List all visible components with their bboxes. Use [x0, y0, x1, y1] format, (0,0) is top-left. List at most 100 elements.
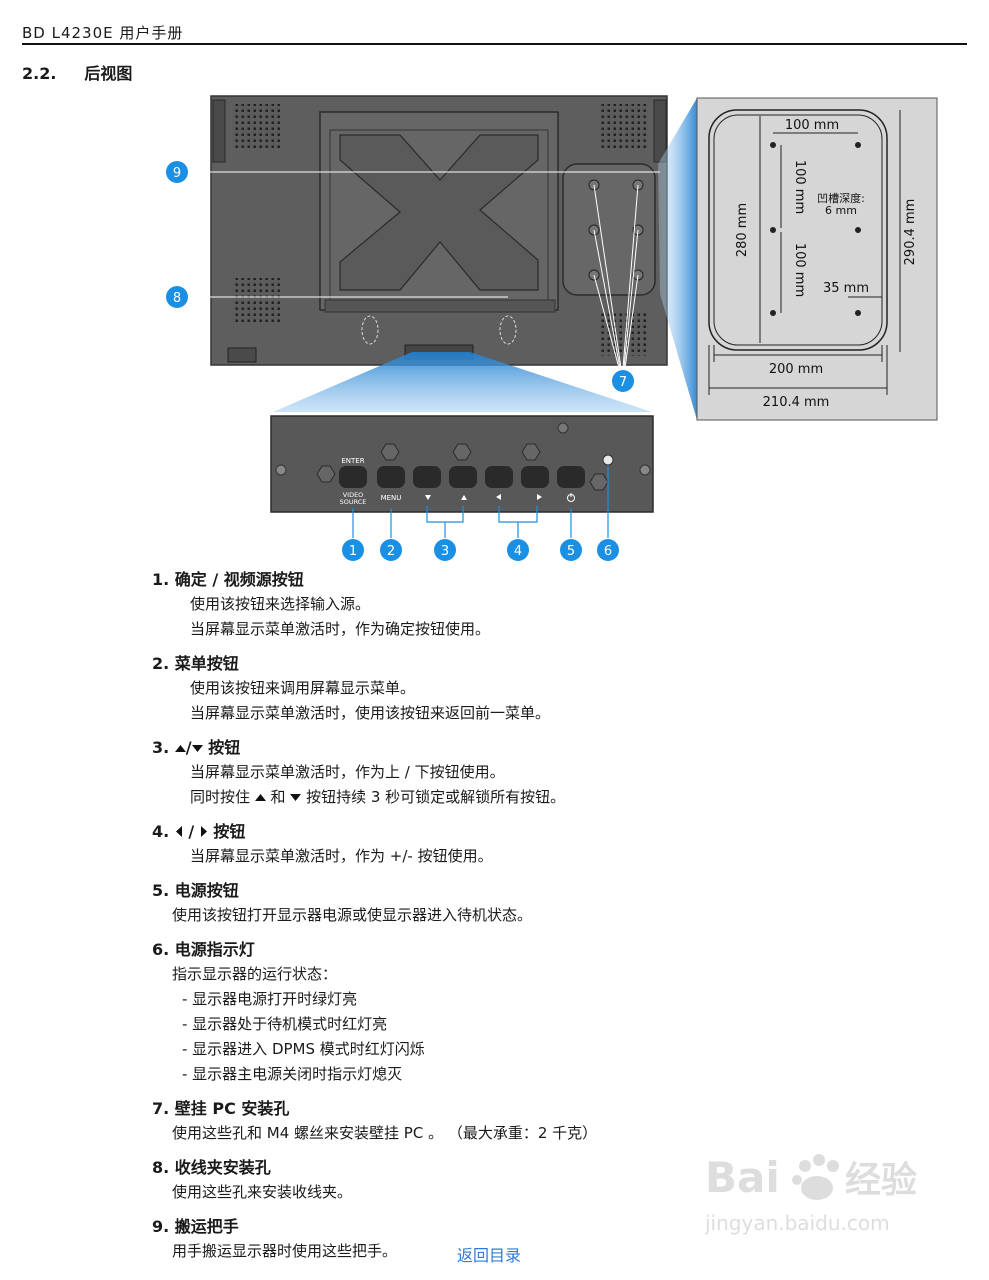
- svg-text:2: 2: [387, 544, 395, 559]
- item-title: 1. 确定 / 视频源按钮: [152, 570, 304, 589]
- down-arrow-icon: [290, 794, 302, 801]
- down-button[interactable]: [413, 466, 441, 488]
- item-line: 使用该按钮来调用屏幕显示菜单。: [190, 679, 416, 697]
- list-item: 6. 电源指示灯 指示显示器的运行状态： - 显示器电源打开时绿灯亮 - 显示器…: [152, 938, 892, 1087]
- svg-text:9: 9: [173, 166, 181, 181]
- item-line: 使用该按钮打开显示器电源或使显示器进入待机状态。: [172, 906, 533, 924]
- up-arrow-icon: [461, 495, 467, 500]
- list-item: 4. / 按钮 当屏幕显示菜单激活时，作为 +/- 按钮使用。: [152, 820, 892, 869]
- list-item: 9. 搬运把手 用手搬运显示器时使用这些把手。: [152, 1215, 892, 1264]
- svg-text:280 mm: 280 mm: [735, 203, 750, 257]
- paw-logo-icon: [792, 1154, 839, 1200]
- callout-5: 5: [560, 539, 582, 561]
- list-item: 2. 菜单按钮 使用该按钮来调用屏幕显示菜单。 当屏幕显示菜单激活时，使用该按钮…: [152, 652, 892, 726]
- section-number: 2.2.: [22, 64, 57, 83]
- list-item: 7. 壁挂 PC 安装孔 使用这些孔和 M4 螺丝来安装壁挂 PC 。 （最大承…: [152, 1097, 892, 1146]
- down-arrow-icon: [191, 745, 203, 752]
- left-button[interactable]: [485, 466, 513, 488]
- svg-text:100 mm: 100 mm: [785, 118, 839, 133]
- callout-7: 7: [612, 370, 634, 392]
- rear-view-figure: 9 8 7 ENTER VIDEO SOURCE MENU: [166, 95, 938, 561]
- enter-source-button[interactable]: [339, 466, 367, 488]
- callout-3: 3: [434, 539, 456, 561]
- document-header: BD L4230E 用户手册: [22, 24, 184, 42]
- svg-text:290.4 mm: 290.4 mm: [903, 199, 918, 266]
- svg-text:VIDEO: VIDEO: [343, 491, 364, 499]
- svg-text:1: 1: [349, 544, 357, 559]
- svg-text:7: 7: [619, 375, 627, 390]
- zoom-beam: [273, 352, 652, 412]
- vent-grille: [600, 312, 648, 356]
- line-text: 和: [265, 788, 291, 806]
- item-line: 用手搬运显示器时使用这些把手。: [172, 1242, 398, 1260]
- power-button[interactable]: [557, 466, 585, 488]
- callout-4: 4: [507, 539, 529, 561]
- up-arrow-icon: [254, 794, 266, 801]
- control-panel: ENTER VIDEO SOURCE MENU: [270, 415, 654, 513]
- vent-grille: [233, 278, 281, 322]
- bullet-item: - 显示器进入 DPMS 模式时红灯闪烁: [182, 1040, 425, 1058]
- svg-text:ENTER: ENTER: [341, 457, 364, 465]
- svg-text:SOURCE: SOURCE: [340, 498, 367, 506]
- title-text: 按钮: [207, 822, 246, 841]
- title-separator: /: [185, 738, 192, 757]
- list-item: 1. 确定 / 视频源按钮 使用该按钮来选择输入源。 当屏幕显示菜单激活时，作为…: [152, 568, 892, 642]
- right-arrow-icon: [537, 494, 542, 500]
- item-title: 6. 电源指示灯: [152, 940, 255, 959]
- item-title: 2. 菜单按钮: [152, 654, 239, 673]
- item-title: 7. 壁挂 PC 安装孔: [152, 1099, 290, 1118]
- svg-text:3: 3: [441, 544, 449, 559]
- up-button[interactable]: [449, 466, 477, 488]
- svg-text:35 mm: 35 mm: [823, 281, 869, 296]
- item-line: 当屏幕显示菜单激活时，使用该按钮来返回前一菜单。: [190, 704, 551, 722]
- monitor-rear: [210, 95, 668, 366]
- line-text: 按钮持续 3 秒可锁定或解锁所有按钮。: [301, 788, 566, 806]
- item-title: 3. / 按钮: [152, 736, 892, 760]
- line-text: 同时按住: [190, 788, 255, 806]
- svg-text:100 mm: 100 mm: [792, 160, 807, 214]
- vent-grille: [233, 104, 281, 148]
- handle: [212, 99, 226, 163]
- item-title: 8. 收线夹安装孔: [152, 1158, 271, 1177]
- callout-9: 9: [166, 161, 188, 183]
- svg-text:8: 8: [173, 291, 181, 306]
- item-line: 当屏幕显示菜单激活时，作为 +/- 按钮使用。: [190, 847, 493, 865]
- svg-text:经验: 经验: [845, 1160, 917, 1201]
- svg-text:210.4 mm: 210.4 mm: [763, 395, 830, 410]
- item-title: 9. 搬运把手: [152, 1217, 239, 1236]
- back-to-contents-link[interactable]: 返回目录: [457, 1246, 522, 1265]
- power-led: [602, 454, 614, 466]
- item-number: 4.: [152, 822, 175, 841]
- baidu-watermark: Bai 经验 jingyan.baidu.com: [704, 1130, 945, 1240]
- right-arrow-icon: [200, 826, 207, 837]
- list-item: 3. / 按钮 当屏幕显示菜单激活时，作为上 / 下按钮使用。 同时按住 和 按…: [152, 736, 892, 810]
- bullet-item: - 显示器处于待机模式时红灯亮: [182, 1015, 388, 1033]
- item-line: 使用该按钮来选择输入源。: [190, 595, 371, 613]
- item-title: 5. 电源按钮: [152, 881, 239, 900]
- item-line: 指示显示器的运行状态：: [172, 965, 338, 983]
- callout-1: 1: [342, 539, 364, 561]
- right-button[interactable]: [521, 466, 549, 488]
- item-line: 当屏幕显示菜单激活时，作为上 / 下按钮使用。: [190, 763, 505, 781]
- left-arrow-icon: [496, 494, 501, 500]
- svg-text:jingyan.baidu.com: jingyan.baidu.com: [705, 1211, 890, 1235]
- control-description-list: 1. 确定 / 视频源按钮 使用该按钮来选择输入源。 当屏幕显示菜单激活时，作为…: [152, 568, 892, 1274]
- up-arrow-icon: [174, 745, 186, 752]
- item-title: 4. / 按钮: [152, 820, 892, 844]
- item-number: 3.: [152, 738, 175, 757]
- svg-text:100 mm: 100 mm: [792, 243, 807, 297]
- handle: [653, 99, 667, 163]
- item-line: 使用这些孔来安装收线夹。: [172, 1183, 353, 1201]
- section-title: 后视图: [84, 64, 133, 83]
- bullet-item: - 显示器主电源关闭时指示灯熄灭: [182, 1065, 403, 1083]
- callout-8: 8: [166, 286, 188, 308]
- svg-text:MENU: MENU: [381, 494, 402, 502]
- svg-text:6: 6: [604, 544, 612, 559]
- bullet-item: - 显示器电源打开时绿灯亮: [182, 990, 358, 1008]
- header-divider: [22, 43, 967, 45]
- left-arrow-icon: [175, 826, 182, 837]
- item-line: 同时按住 和 按钮持续 3 秒可锁定或解锁所有按钮。: [190, 785, 892, 810]
- menu-button[interactable]: [377, 466, 405, 488]
- callout-2: 2: [380, 539, 402, 561]
- svg-text:凹槽深度:: 凹槽深度:: [817, 191, 865, 205]
